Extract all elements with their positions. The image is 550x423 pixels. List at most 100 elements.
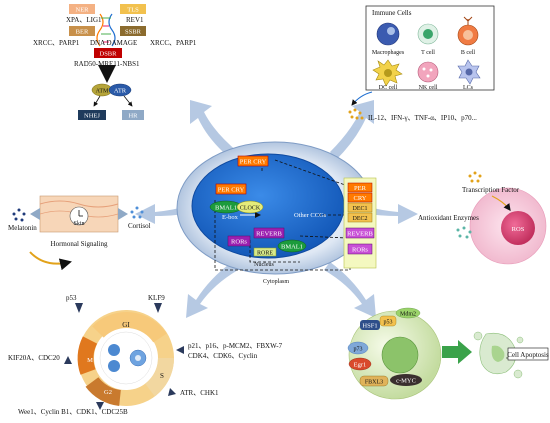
p21-line1-label: p21、p16、p-MCM2、FBXW-7 — [188, 342, 283, 350]
bmal1-b: BMAL1 — [277, 239, 307, 253]
xrcc-parp1-right-label: XRCC、PARP1 — [150, 39, 197, 47]
dsbr-label: DSBR — [100, 51, 118, 58]
clock-label: CLOCK — [240, 206, 261, 212]
t-cell-nucleus-icon — [423, 29, 433, 39]
p53-apo-label: p53 — [384, 320, 393, 326]
ssbr-label: SSBR — [125, 29, 142, 36]
dna-repair-panel: NER TLS XPA、LIG1 REV1 BER SSBR XRCC、PARP… — [33, 4, 197, 120]
inhibit-marker-icon — [176, 346, 184, 354]
reverb-b-label: REVERB — [347, 231, 373, 238]
right-arrow-icon — [118, 208, 128, 220]
macrophage-icon — [376, 22, 400, 46]
m-label: M — [87, 357, 93, 364]
ros-panel: ROS Transcription Factor Antioxidant Enz… — [418, 171, 547, 265]
nk-granule-icon — [426, 74, 430, 78]
inhibit-marker-icon — [64, 356, 72, 364]
cytokine-dots-icon — [348, 108, 364, 120]
cell-nucleus-icon — [381, 336, 419, 374]
lcs-label: LCs — [463, 85, 474, 91]
reverb-a-label: REVERB — [256, 231, 282, 238]
ros-core-icon — [501, 211, 535, 245]
enzyme-dots-icon — [456, 226, 472, 239]
skin-panel: Skin Hormonal Signaling Melatonin Cortis… — [8, 195, 151, 271]
s-label: S — [160, 372, 164, 380]
tf-label: Transcription Factor — [462, 186, 520, 194]
nk-cell-label: NK cell — [419, 85, 438, 91]
atr-chk1-label: ATR、CHK1 — [180, 389, 219, 397]
hsf1-label: HSF1 — [362, 323, 377, 330]
apoptotic-cell-icon — [473, 331, 524, 379]
antibody-icon — [463, 16, 473, 25]
per-cry-mid: PER CRY — [215, 183, 247, 195]
dc-cell-nucleus-icon — [384, 69, 392, 77]
other-ccgs-label: Other CCGs — [294, 212, 327, 219]
ros-label: ROS — [512, 226, 525, 233]
atm-label: ATM — [96, 89, 109, 95]
dna-helix-icon — [96, 13, 116, 47]
p21-line2-label: CDK4、CDK6、Cyclin — [188, 352, 258, 360]
cmyc-label: c-MYC — [396, 378, 416, 385]
hr-label: HR — [128, 113, 138, 120]
curved-arrow-icon — [29, 251, 72, 271]
bmal1-label: BMAL1 — [215, 205, 237, 212]
ror-a-label: RORs — [231, 239, 247, 246]
hormonal-label: Hormonal Signaling — [51, 240, 108, 248]
bmal1-b-label: BMAL1 — [281, 244, 303, 251]
antioxidant-label: Antioxidant Enzymes — [418, 214, 479, 222]
ror-a: RORs — [227, 235, 251, 247]
rore-label: RORE — [257, 251, 273, 257]
g2-label: G2 — [104, 389, 112, 396]
inhibit-marker-icon — [75, 303, 83, 313]
tf-arrow-icon — [491, 195, 511, 211]
per-cry-top-label: PER CRY — [240, 159, 267, 166]
nk-granule-icon — [422, 67, 426, 71]
macrophage-nucleus-icon — [387, 27, 395, 35]
wee1-label: Wee1、Cyclin B1、CDK1、CDC25B — [18, 408, 128, 416]
immune-cells-panel: Immune Cells Macrophages T cell B cell D… — [348, 5, 495, 122]
ner-label: NER — [76, 7, 90, 14]
mdm2-label: Mdm2 — [400, 312, 416, 318]
xpa-lig1-label: XPA、LIG1 — [66, 16, 102, 24]
daughter-cell-icon — [108, 344, 120, 356]
ber-label: BER — [76, 29, 89, 36]
kif20a-label: KIF20A、CDC20 — [8, 354, 60, 362]
apoptosis-arrow-icon — [442, 340, 472, 364]
apoptosis-panel: HSF1 p53 Mdm2 p73 Egr1 FBXL3 c-MYC Cell … — [347, 307, 549, 400]
ror-b-label: RORs — [352, 247, 368, 254]
atr-label: ATR — [114, 88, 127, 95]
p73-label: p73 — [354, 347, 363, 353]
nucleus-dot-icon — [135, 355, 141, 361]
cortisol-dots-icon — [130, 206, 144, 219]
p53-cycle-label: p53 — [66, 294, 77, 302]
dec2-label: DEC2 — [353, 216, 368, 222]
xrcc-parp1-left-label: XRCC、PARP1 — [33, 39, 80, 47]
nhej-label: NHEJ — [84, 113, 100, 120]
per-cry-top: PER CRY — [237, 155, 269, 167]
dna-damage-label: DNA DAMAGE — [90, 39, 137, 47]
ebox-label: E-box — [222, 214, 239, 221]
clock-targets-box: PER CRY DEC1 DEC2 REVERB RORs — [343, 177, 377, 269]
dc-cell-label: DC cell — [379, 85, 398, 91]
tls-label: TLS — [127, 7, 139, 14]
cry-label: CRY — [353, 195, 366, 202]
b-cell-label: B cell — [461, 50, 475, 56]
cortisol-label: Cortisol — [128, 222, 151, 230]
t-cell-label: T cell — [421, 50, 435, 56]
macrophages-label: Macrophages — [372, 50, 405, 56]
cytoplasm-label: Cytoplasm — [263, 279, 289, 285]
left-arrow-icon — [30, 208, 40, 220]
immune-title: Immune Cells — [372, 9, 412, 17]
s-phase — [144, 357, 174, 397]
daughter-cell-icon — [108, 360, 120, 372]
fbxl3-label: FBXL3 — [365, 380, 383, 386]
m-phase — [77, 336, 98, 375]
melatonin-dots-icon — [12, 208, 26, 222]
g1-phase — [92, 312, 167, 343]
nucleus-label: Nucleus — [254, 262, 274, 268]
rev1-label: REV1 — [126, 16, 144, 24]
b-cell-nucleus-icon — [463, 30, 473, 40]
rore: RORE — [253, 247, 277, 257]
inhibit-marker-icon — [154, 303, 162, 313]
cytokines-label: IL-12、IFN-γ、TNF-α、IP10、p70... — [368, 114, 477, 122]
